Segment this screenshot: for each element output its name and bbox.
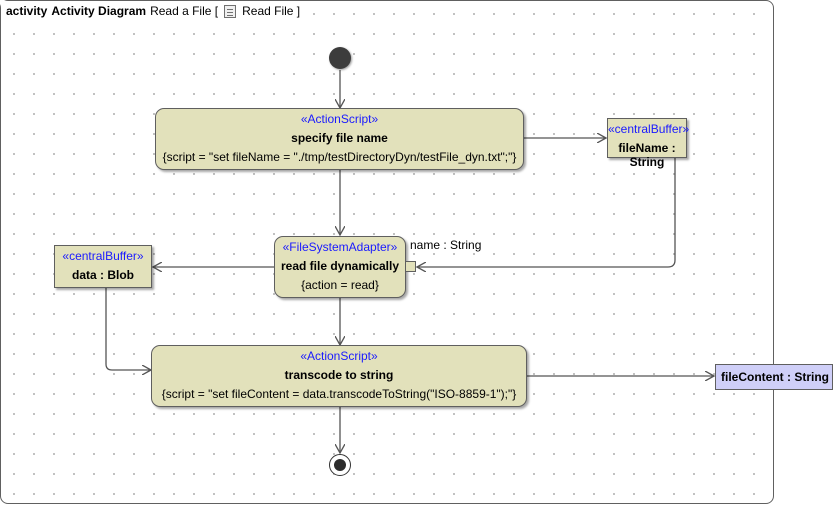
action-transcode-to-string[interactable]: «ActionScript» transcode to string {scri…: [151, 345, 527, 407]
input-pin-name[interactable]: [405, 261, 416, 272]
stereotype-label: «centralBuffer»: [608, 122, 690, 136]
flow-data-buffer-to-transcode[interactable]: [105, 288, 151, 370]
action-specify-file-name[interactable]: «ActionScript» specify file name {script…: [155, 108, 524, 170]
stereotype-label: «ActionScript»: [300, 349, 378, 363]
activity-final-node[interactable]: [329, 454, 351, 476]
stereotype-label: «FileSystemAdapter»: [282, 240, 398, 254]
initial-node[interactable]: [329, 47, 351, 69]
central-buffer-data[interactable]: «centralBuffer» data : Blob: [54, 245, 152, 288]
final-node-core: [334, 459, 346, 471]
diagram-title: Activity Diagram: [51, 4, 147, 18]
diagram-header-tab: activity Activity Diagram Read a File [ …: [1, 1, 309, 21]
parameter-name: fileContent : String: [721, 370, 829, 384]
pin-label: name : String: [410, 238, 482, 252]
action-properties: {action = read}: [301, 278, 379, 292]
object-name: fileName : String: [618, 141, 676, 169]
diagram-name: Read a File [: [150, 4, 219, 18]
object-name: data : Blob: [72, 268, 134, 282]
action-properties: {script = "set fileName = "./tmp/testDir…: [162, 150, 517, 164]
action-properties: {script = "set fileContent = data.transc…: [161, 387, 517, 401]
output-parameter-filecontent[interactable]: fileContent : String: [715, 364, 833, 390]
activity-name: Read File ]: [242, 4, 301, 18]
action-name: read file dynamically: [280, 259, 400, 273]
diagram-kind: activity: [6, 4, 48, 18]
action-name: specify file name: [291, 131, 388, 145]
central-buffer-filename[interactable]: «centralBuffer» fileName : String: [607, 118, 690, 169]
flow-filename-buffer-to-pin[interactable]: [417, 158, 676, 267]
stereotype-label: «ActionScript»: [300, 112, 379, 126]
stereotype-label: «centralBuffer»: [62, 249, 144, 263]
activity-document-icon: [224, 4, 237, 18]
action-read-file-dynamically[interactable]: «FileSystemAdapter» read file dynamicall…: [274, 236, 406, 298]
action-name: transcode to string: [284, 368, 394, 382]
